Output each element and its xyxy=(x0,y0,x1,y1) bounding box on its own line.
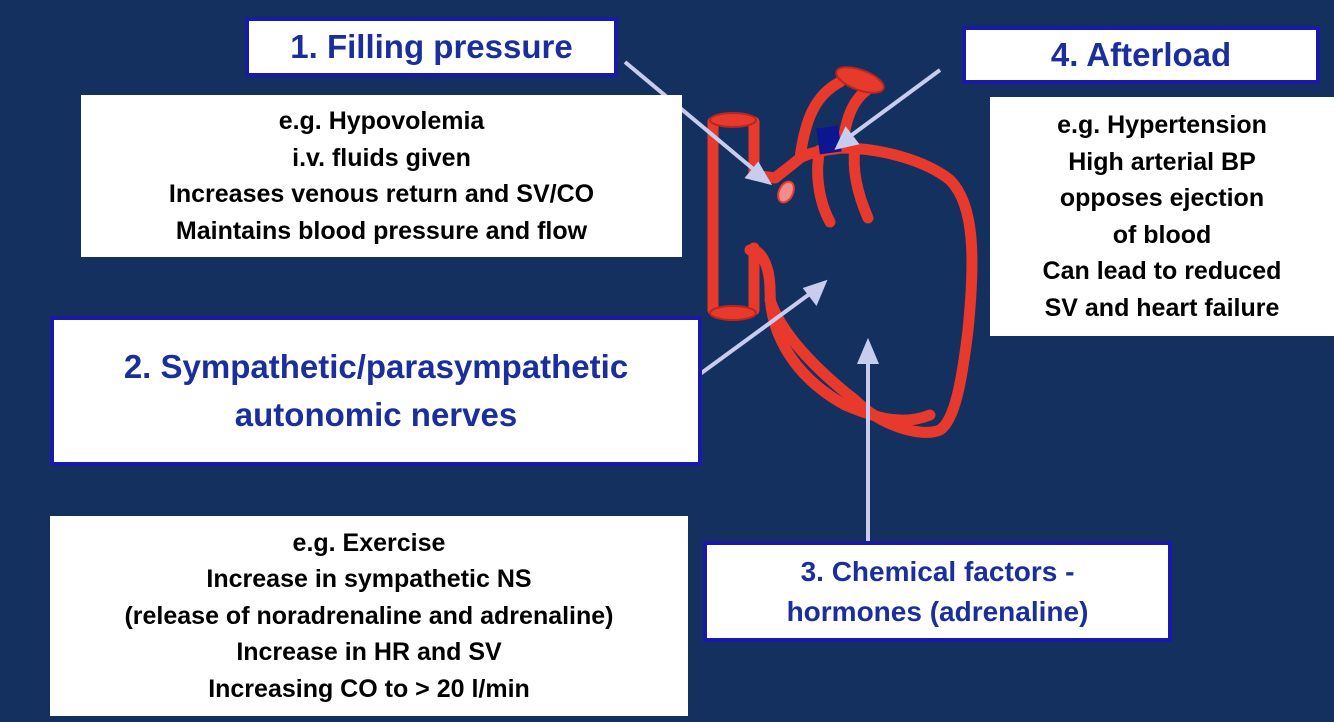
aorta-opening xyxy=(835,66,885,94)
autonomic-info-line: Increasing CO to > 20 l/min xyxy=(208,674,530,703)
afterload-info-box: e.g. Hypertension High arterial BP oppos… xyxy=(990,97,1334,336)
afterload-title-box: 4. Afterload xyxy=(962,26,1320,84)
autonomic-title-box: 2. Sympathetic/parasympathetic autonomic… xyxy=(50,316,702,466)
filling-pressure-info-line: e.g. Hypovolemia xyxy=(278,107,485,135)
heart-outer-wall xyxy=(764,142,978,438)
arrow-filling-pressure-head xyxy=(744,161,773,186)
afterload-marker xyxy=(816,125,842,155)
filling-pressure-info-line: Maintains blood pressure and flow xyxy=(175,216,588,245)
afterload-info-line: opposes ejection xyxy=(1059,184,1265,212)
arrow-autonomic xyxy=(683,288,817,387)
afterload-info-line: High arterial BP xyxy=(1068,147,1256,176)
filling-pressure-info-box: e.g. Hypovolemia i.v. fluids given Incre… xyxy=(81,95,682,257)
autonomic-title-line-2: autonomic nerves xyxy=(234,396,518,433)
arrow-autonomic-head xyxy=(802,279,828,306)
autonomic-info-box: e.g. Exercise Increase in sympathetic NS… xyxy=(50,516,688,716)
afterload-info-line: SV and heart failure xyxy=(1044,293,1280,322)
filling-pressure-title-box: 1. Filling pressure xyxy=(245,17,618,77)
arrow-filling-pressure xyxy=(623,60,760,175)
filling-pressure-info-line: Increases venous return and SV/CO xyxy=(168,180,595,208)
autonomic-info-line: (release of noradrenaline and adrenaline… xyxy=(124,601,614,630)
afterload-title: 4. Afterload xyxy=(1050,36,1232,73)
vena-cava-bottom-opening xyxy=(709,305,757,321)
vena-cava-top-opening xyxy=(709,112,757,128)
autonomic-info-line: e.g. Exercise xyxy=(292,528,446,557)
arrow-afterload xyxy=(843,68,942,142)
chemical-title-line-2: hormones (adrenaline) xyxy=(786,595,1089,627)
filling-pressure-title: 1. Filling pressure xyxy=(290,28,573,65)
afterload-info-line: of blood xyxy=(1112,220,1212,249)
arrow-afterload-head xyxy=(834,126,860,150)
chemical-title-line-1: 3. Chemical factors - xyxy=(800,555,1075,587)
autonomic-info-line: Increase in sympathetic NS xyxy=(206,565,532,594)
pulmonary-trunk-left xyxy=(812,144,836,228)
pulmonary-trunk-right xyxy=(848,142,874,224)
autonomic-info-line: Increase in HR and SV xyxy=(236,638,502,667)
valve-oval xyxy=(777,180,795,204)
chemical-title-box: 3. Chemical factors - hormones (adrenali… xyxy=(703,541,1172,642)
autonomic-title-line-1: 2. Sympathetic/parasympathetic xyxy=(123,348,629,385)
filling-pressure-info-line: i.v. fluids given xyxy=(292,143,471,172)
afterload-info-line: Can lead to reduced xyxy=(1042,257,1282,285)
afterload-info-line: e.g. Hypertension xyxy=(1057,111,1267,139)
aorta-left-wall xyxy=(794,76,846,164)
arrow-chemical-head xyxy=(856,337,880,364)
